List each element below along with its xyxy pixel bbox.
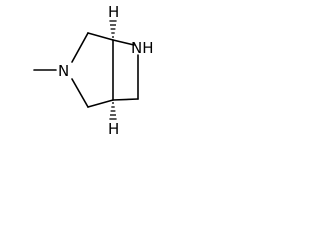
atom-label-h-top: H: [108, 3, 119, 21]
ring-bond-n-to-upper-ch2: [71, 32, 89, 63]
atom-label-n-ring: N: [58, 62, 69, 80]
ring-bond-lower-ch2-to-bridgehead: [87, 99, 114, 108]
azetidine-bond-ch2-to-bridgehead: [112, 98, 139, 101]
atom-label-nh: NH: [131, 39, 154, 57]
ring-bond-upper-ch2-to-bridgehead: [87, 32, 114, 41]
azetidine-bond-bridgehead-to-nh: [112, 39, 135, 46]
chemical-structure-diagram: N NH H H: [33, 3, 154, 136]
bond-group: [33, 32, 139, 108]
hashed-wedge-top: [109, 20, 117, 38]
ring-bond-n-to-lower-ch2: [71, 78, 89, 108]
atom-label-h-bottom: H: [108, 120, 119, 136]
hashed-wedge-bottom: [109, 102, 117, 120]
